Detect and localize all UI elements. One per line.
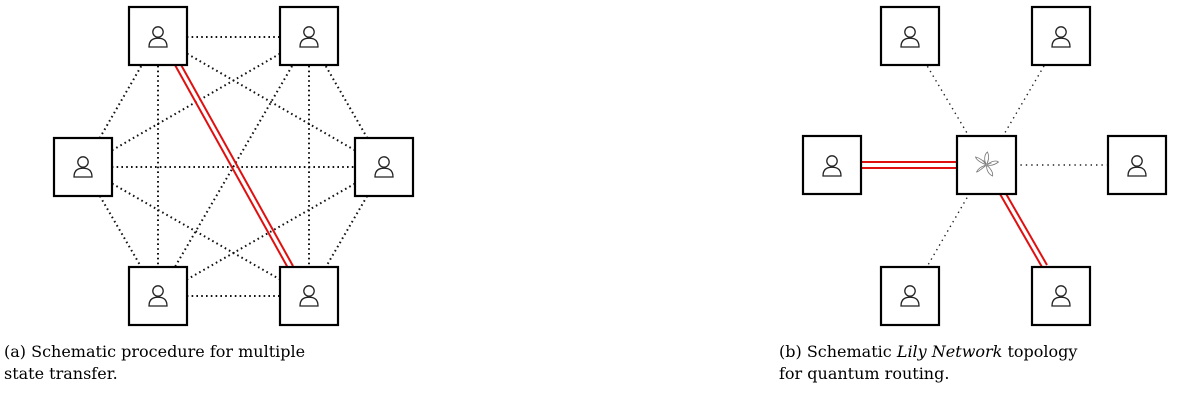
panel-a-classical-links (82, 36, 385, 297)
caption-b-line2: for quantum routing. (779, 364, 950, 383)
caption-b-prefix: (b) Schematic (779, 342, 897, 361)
panel-a-node-left (52, 136, 114, 198)
panel-b-classical-links (909, 36, 1107, 297)
panel-a-node-bottom-left (127, 265, 189, 327)
panel-b-entangled-links (860, 161, 1048, 268)
caption-b-network-name: Lily Network (896, 342, 1003, 361)
caption-a-line1: (a) Schematic procedure for multiple (4, 342, 306, 361)
panel-a-node-top-right (278, 5, 340, 67)
caption-b-suffix: topology (1002, 342, 1078, 361)
panel-b-node-bottom-right (1030, 265, 1092, 327)
panel-b-hub-node (955, 134, 1018, 196)
panel-b-node-top-right (1030, 5, 1092, 67)
panel-a-entangled-link (174, 62, 294, 269)
panel-b-node-bottom-left (879, 265, 941, 327)
panel-a-node-bottom-right (278, 265, 340, 327)
panel-b-node-right (1106, 134, 1168, 196)
caption-panel-b: (b) Schematic Lily Network topology for … (779, 341, 1189, 385)
figure-canvas (52, 5, 1168, 327)
panel-b-node-top-left (879, 5, 941, 67)
panel-a-node-right (353, 136, 415, 198)
panel-a-node-top-left (127, 5, 189, 67)
lily-flower-icon (974, 151, 1000, 177)
panel-b-node-left (801, 134, 863, 196)
caption-panel-a: (a) Schematic procedure for multiple sta… (4, 341, 384, 385)
caption-a-line2: state transfer. (4, 364, 118, 383)
panel-b-diagram (801, 5, 1168, 327)
panel-a-diagram (52, 5, 415, 327)
